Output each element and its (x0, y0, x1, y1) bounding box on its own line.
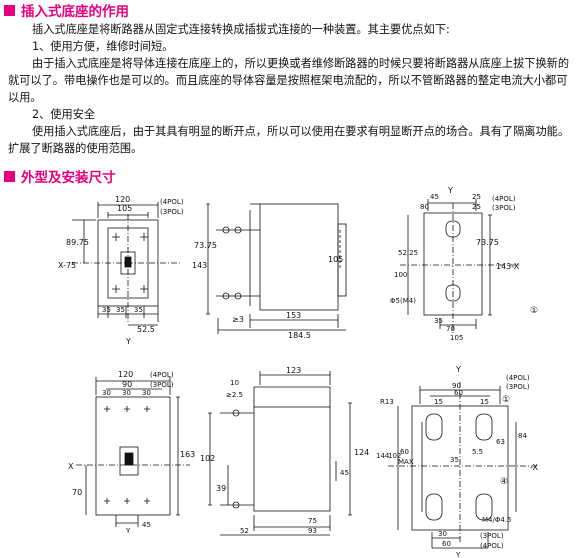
dim-label: 123 (286, 366, 301, 375)
dim-label: -X (530, 463, 538, 472)
dim-label: Y (447, 186, 453, 195)
side-view-drawing-5: 10 ≥2.5 123 102 39 124 45 75 52 93 (200, 366, 369, 536)
dim-label: 52.25 (398, 249, 418, 257)
paragraph: 1、使用方便，维修时间短。 (32, 40, 174, 53)
section-heading-purpose: 插入式底座的作用 (4, 1, 129, 20)
dim-label: 90 (452, 382, 461, 390)
dim-label: 124 (354, 448, 369, 457)
dim-label: 10 (230, 379, 239, 387)
dim-label: (3POL) (506, 383, 530, 391)
dim-label: 45 (340, 469, 349, 477)
dim-label: 45 (430, 193, 439, 201)
dim-label: 163 (180, 450, 195, 459)
square-bullet-icon (4, 4, 15, 16)
dim-label: 35 (134, 306, 143, 314)
dim-label: 39 (216, 484, 226, 493)
front-view-drawing-1: 120 (4POL) 105 (3POL) 89.75 X-75 35 35 3… (58, 195, 184, 346)
dim-label: 102 (200, 454, 215, 463)
dim-label: 30 (142, 389, 151, 397)
dim-label: (3POL) (492, 204, 516, 212)
dim-label: 35 (450, 456, 459, 464)
dim-label: 105 (328, 255, 343, 264)
dim-label: ≥3 (232, 315, 244, 324)
dim-label: 80 (420, 203, 429, 211)
dim-label: 89.75 (66, 238, 89, 247)
dim-label: 35 (434, 317, 443, 325)
front-view-drawing-4: 120 (4POL) 90 (3POL) 30 30 30 163 X 70 4… (68, 370, 195, 533)
dim-label: Y (125, 527, 131, 533)
paragraph: 插入式底座是将断路器从固定式连接转换成插拔式连接的一种装置。其主要优点如下: (32, 23, 450, 36)
dim-label: 60 (442, 540, 451, 548)
dim-label: (4POL) (160, 198, 184, 206)
dim-label: MAX (398, 458, 414, 466)
dim-label: 5.5 (472, 448, 483, 456)
dim-label: 35 (102, 306, 111, 314)
dim-label: (4POL) (506, 374, 530, 382)
dim-label: (3POL) (150, 381, 174, 389)
dim-label: 52.5 (137, 325, 155, 334)
dim-label: 120 (118, 370, 133, 379)
section-title: 插入式底座的作用 (21, 4, 129, 20)
dim-label: 15 (434, 398, 443, 406)
dim-label: 45 (142, 521, 151, 529)
dim-label: 75 (308, 517, 317, 525)
dim-label: R13 (380, 398, 394, 406)
dim-label: (4POL) (492, 195, 516, 203)
callout-marker: ① (530, 306, 538, 316)
dim-label: 60 (454, 389, 463, 397)
dim-label: Y (455, 365, 461, 374)
section-heading-dimensions: 外型及安装尺寸 (4, 167, 116, 186)
dim-label: ≥2.5 (226, 391, 243, 399)
dim-label: Y (125, 337, 131, 346)
dim-label: 73.75 (194, 241, 217, 250)
dim-label: Y (455, 551, 461, 558)
dim-label: 105 (117, 204, 132, 213)
dim-label: 52 (240, 527, 249, 535)
dim-label: 120 (115, 195, 130, 204)
section-title: 外型及安装尺寸 (21, 170, 116, 186)
callout-marker: ① (502, 395, 510, 405)
dim-label: 143-X (496, 262, 520, 271)
dim-label: M4/Φ4.5 (482, 516, 512, 524)
dim-label: 105 (450, 334, 463, 342)
dim-label: X (68, 462, 74, 471)
callout-marker: ④ (500, 477, 508, 487)
intro-text: 插入式底座是将断路器从固定式连接转换成插拔式连接的一种装置。其主要优点如下: 1… (8, 21, 570, 157)
dim-label: 30 (122, 389, 131, 397)
dim-label: (3POL) (160, 208, 184, 216)
dim-label: 144 (376, 452, 390, 460)
dim-label: 73.75 (476, 238, 499, 247)
dim-label: 30 (438, 530, 447, 538)
dim-label: (4POL) (480, 542, 504, 550)
dim-label: 60 (400, 448, 409, 456)
paragraph: 使用插入式底座后，由于其具有明显的断开点，所以可以使用在要求有明显断开点的场合。… (8, 125, 570, 155)
dim-label: 25 (472, 193, 481, 201)
dim-label: 30 (102, 389, 111, 397)
dim-label: 90 (122, 380, 132, 389)
dim-label: 84 (518, 432, 527, 440)
dim-label: 100 (394, 271, 407, 279)
dim-label: X-75 (58, 261, 76, 270)
mounting-drawing-3: Y 45 25 (4POL) 80 25 (3POL) 73.75 52.25 … (390, 186, 538, 342)
dim-label: 143 (192, 261, 207, 270)
dim-label: 70 (72, 488, 82, 497)
paragraph: 由于插入式底座是将导体连接在底座上的，所以更换或者维修断路器的时候只要将断路器从… (8, 57, 570, 104)
paragraph: 2、使用安全 (32, 108, 96, 121)
dim-label: 70 (446, 325, 455, 333)
square-bullet-icon (4, 170, 15, 182)
dim-label: 25 (472, 203, 481, 211)
dim-label: (3POL) (480, 532, 504, 540)
side-view-drawing-2: 73.75 143 105 ≥3 153 184.5 (192, 203, 347, 340)
dim-label: 184.5 (288, 331, 311, 340)
dim-label: 102 (388, 452, 401, 460)
dim-label: 153 (286, 311, 301, 320)
dim-label: 63 (496, 438, 505, 446)
dim-label: 35 (116, 306, 125, 314)
dim-label: (4POL) (150, 371, 174, 379)
mounting-drawing-6: Y 90 (4POL) 60 (3POL) R13 15 15 ① 144 10… (376, 365, 538, 558)
dim-label: 15 (480, 398, 489, 406)
dim-label: Φ5(M4) (390, 297, 416, 305)
dim-label: 93 (308, 527, 317, 535)
